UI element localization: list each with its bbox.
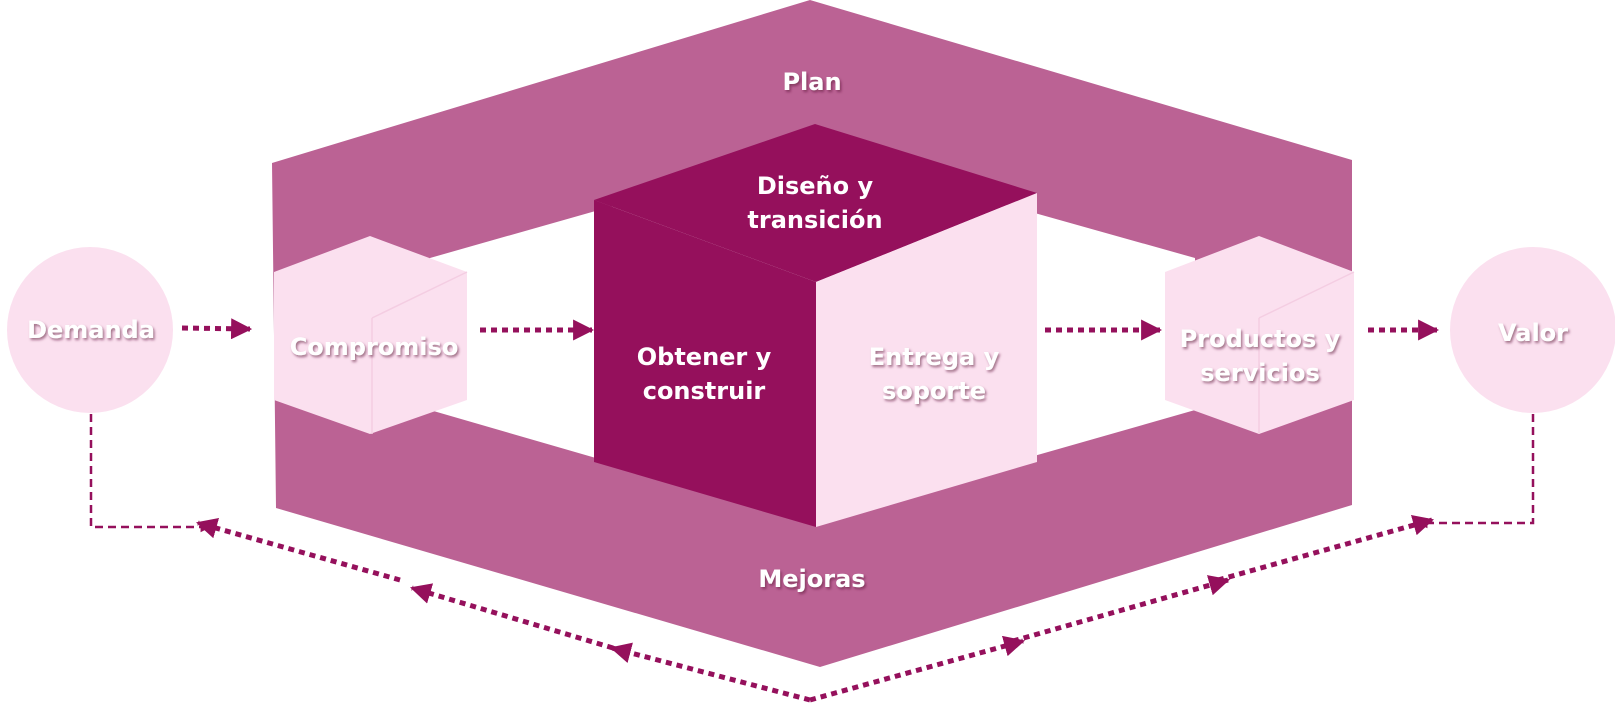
compromiso-shape: [274, 236, 468, 434]
productos-label-2: servicios: [1200, 359, 1320, 387]
feedback-connectors: [89, 414, 1535, 533]
valor-label: Valor: [1498, 319, 1568, 347]
diseno-label-2: transición: [747, 206, 882, 234]
demanda-drop-line: [89, 414, 212, 533]
flow-arrows: [181, 318, 1440, 341]
demanda-label: Demanda: [27, 316, 155, 344]
arrow-demanda-compromiso: [181, 318, 253, 340]
obtener-face: [594, 200, 816, 527]
demanda-circle: [7, 247, 173, 413]
entrega-face: [816, 193, 1037, 527]
diseno-face: [594, 124, 1037, 282]
valor-circle: [1450, 247, 1615, 413]
productos-shape: [1165, 236, 1355, 434]
feedback-arrows: [195, 514, 1435, 703]
obtener-label-2: construir: [643, 377, 766, 405]
central-cube: [594, 124, 1037, 527]
productos-label-1: Productos y: [1180, 325, 1341, 353]
compromiso-label: Compromiso: [290, 333, 459, 361]
entrega-label-1: Entrega y: [869, 343, 1000, 371]
plan-mejoras-frame: [272, 0, 1352, 667]
entrega-label-2: soporte: [882, 377, 986, 405]
valor-drop-line: [1416, 414, 1535, 529]
obtener-label-1: Obtener y: [637, 343, 772, 371]
plan-label: Plan: [782, 68, 841, 96]
diseno-label-1: Diseño y: [757, 172, 874, 200]
mejoras-label: Mejoras: [758, 565, 865, 593]
